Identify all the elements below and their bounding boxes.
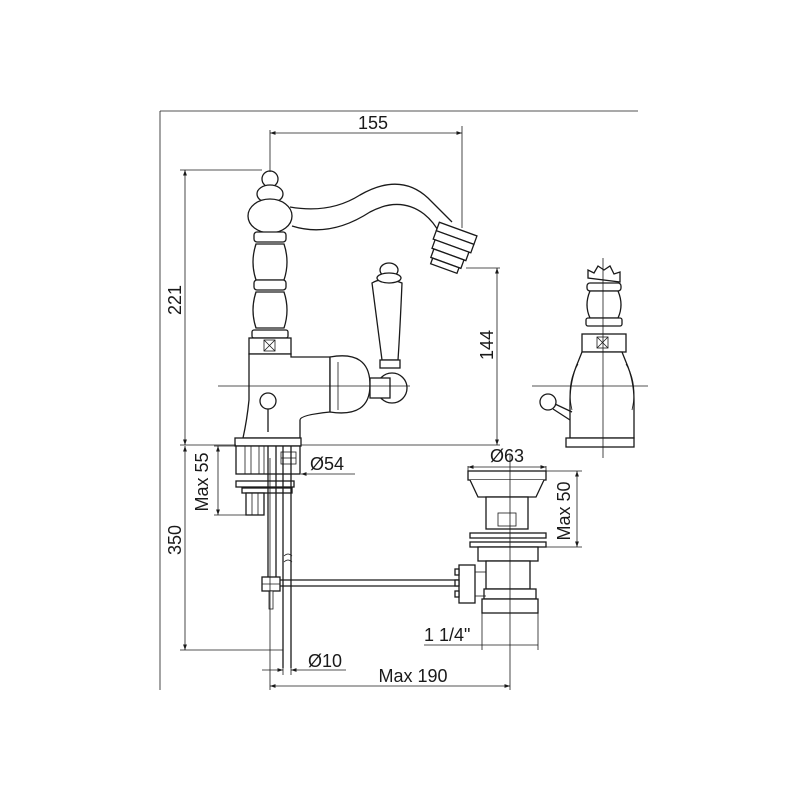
dim-221-label: 221: [165, 285, 185, 315]
centerlines: [218, 130, 648, 690]
frame: [159, 110, 638, 690]
dim-max190-label: Max 190: [378, 666, 447, 686]
dim-144-label: 144: [477, 330, 497, 360]
dim-diameter10-label: Ø10: [308, 651, 342, 671]
dim-350-label: 350: [165, 525, 185, 555]
pop-up-drain: [454, 470, 547, 614]
faucet-side-view: [539, 265, 635, 448]
dim-diameter63-label: Ø63: [490, 446, 524, 466]
dimension-lines: [180, 126, 582, 688]
dim-thread-label: 1 1/4": [424, 625, 470, 645]
faucet-front-view: [234, 170, 478, 668]
dim-max50-label: Max 50: [554, 481, 574, 540]
dim-diameter54-label: Ø54: [310, 454, 344, 474]
dim-155-label: 155: [358, 113, 388, 133]
dim-max55-label: Max 55: [192, 452, 212, 511]
